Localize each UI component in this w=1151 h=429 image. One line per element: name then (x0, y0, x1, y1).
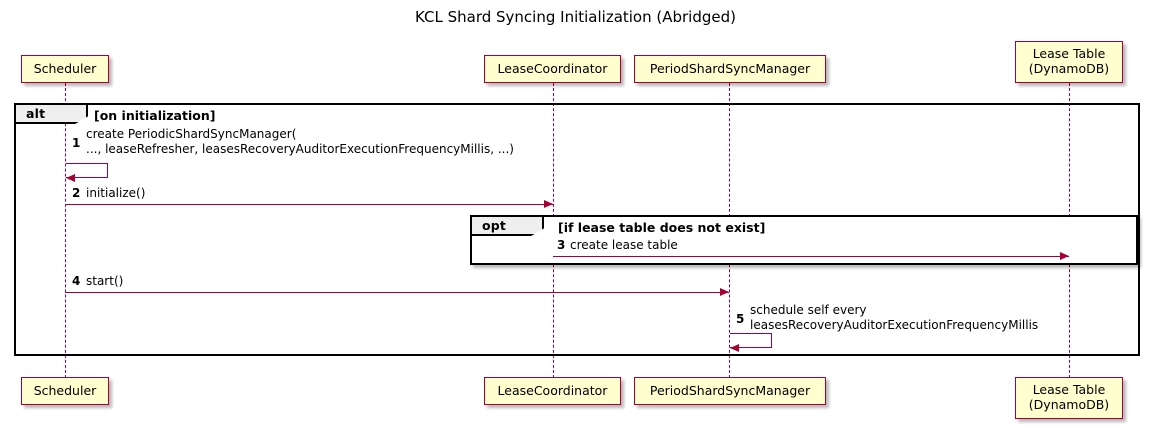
fragment-opt-tab: opt (472, 217, 544, 236)
participant-period-shard-sync-manager-top[interactable]: PeriodShardSyncManager (634, 55, 826, 83)
message-4-number: 4 (72, 274, 81, 288)
message-4-text: start() (86, 274, 124, 288)
message-1-text: create PeriodicShardSyncManager( ..., le… (86, 127, 514, 156)
message-5-number: 5 (736, 312, 745, 326)
message-3-text: create lease table (570, 238, 678, 252)
participant-scheduler-bottom[interactable]: Scheduler (21, 377, 109, 405)
fragment-alt-guard: [on initialization] (94, 108, 216, 123)
message-1-self-loop (66, 163, 108, 178)
message-2-arrowhead (544, 199, 553, 208)
fragment-alt-tab: alt (16, 105, 88, 124)
message-4-arrowhead (720, 287, 729, 296)
participant-lease-table-top[interactable]: Lease Table (DynamoDB) (1015, 41, 1123, 83)
message-2-text: initialize() (86, 186, 146, 200)
message-1-arrowhead (66, 173, 75, 182)
lifeline-scheduler (65, 83, 66, 378)
diagram-title: KCL Shard Syncing Initialization (Abridg… (415, 8, 736, 26)
message-5-text: schedule self every leasesRecoveryAudito… (750, 303, 1039, 332)
message-4-line (65, 292, 729, 293)
message-1-number: 1 (72, 136, 81, 150)
participant-lease-coordinator-bottom[interactable]: LeaseCoordinator (484, 377, 621, 405)
message-5-self-loop (730, 333, 772, 348)
participant-lease-table-bottom[interactable]: Lease Table (DynamoDB) (1015, 377, 1123, 419)
message-3-number: 3 (557, 238, 566, 252)
participant-period-shard-sync-manager-bottom[interactable]: PeriodShardSyncManager (634, 377, 826, 405)
message-3-line (553, 256, 1069, 257)
participant-lease-coordinator-top[interactable]: LeaseCoordinator (484, 55, 621, 83)
fragment-opt-guard: [if lease table does not exist] (558, 220, 766, 235)
participant-scheduler-top[interactable]: Scheduler (21, 55, 109, 83)
message-5-arrowhead (730, 343, 739, 352)
message-3-arrowhead (1060, 251, 1069, 260)
message-2-line (65, 204, 553, 205)
message-2-number: 2 (72, 186, 81, 200)
fragment-alt (14, 103, 1140, 356)
